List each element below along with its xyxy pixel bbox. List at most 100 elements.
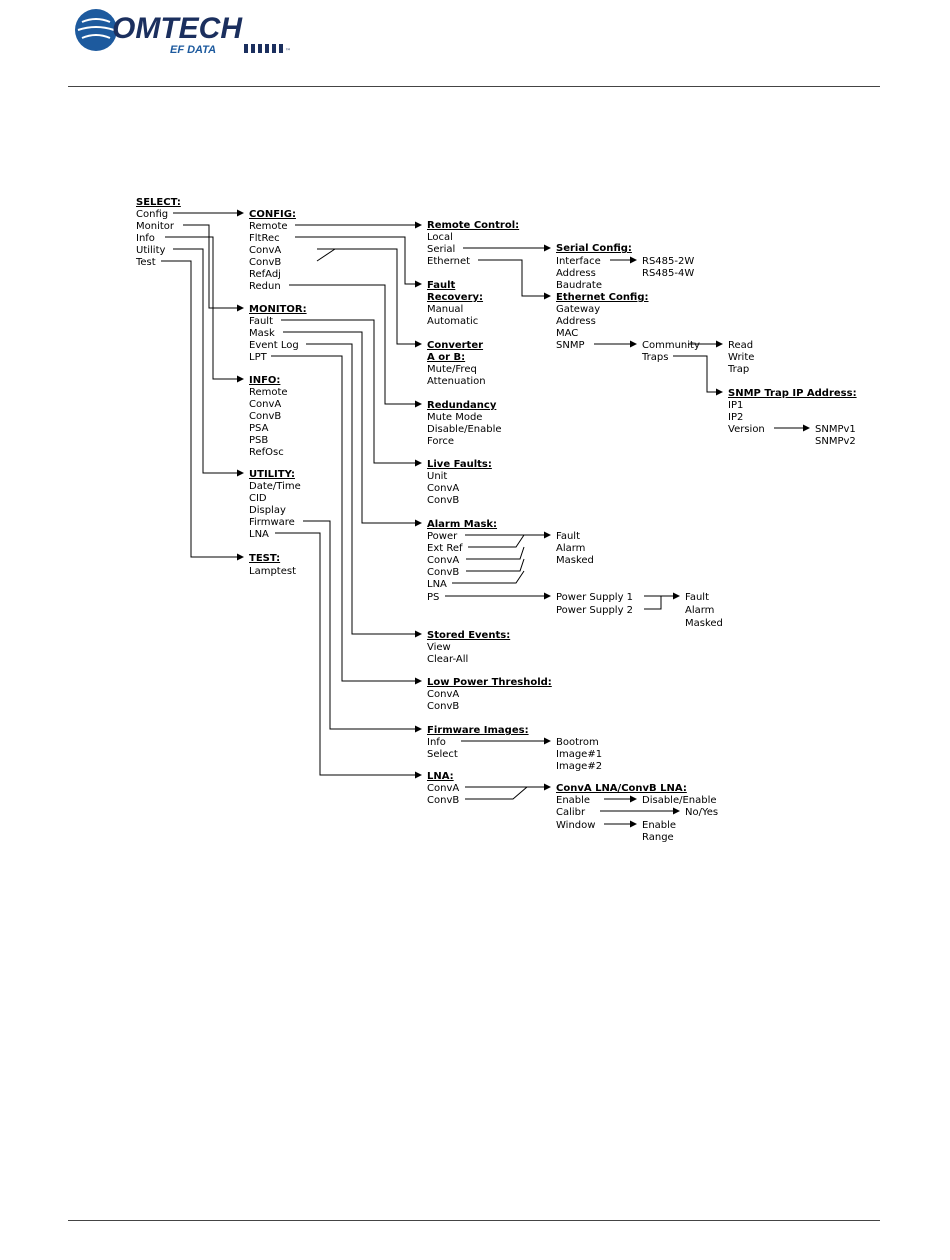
menu-node-95: Alarm [556, 543, 585, 554]
connector-30 [644, 595, 662, 610]
menu-node-77: RS485-4W [642, 268, 694, 279]
menu-node-61: View [427, 642, 451, 653]
menu-node-55: Ext Ref [427, 543, 463, 554]
menu-node-17: LPT [249, 352, 268, 363]
menu-node-60: Stored Events: [427, 630, 510, 641]
menu-node-45: Redundancy [427, 400, 497, 411]
menu-node-8: FltRec [249, 233, 280, 244]
menu-node-46: Mute Mode [427, 412, 482, 423]
menu-node-72: Serial Config: [556, 243, 632, 254]
menu-node-14: Fault [249, 316, 273, 327]
menu-node-29: Firmware [249, 517, 295, 528]
menu-node-27: CID [249, 493, 267, 504]
menu-node-20: ConvA [249, 399, 281, 410]
menu-node-90: IP2 [728, 412, 743, 423]
menu-node-40: Automatic [427, 316, 478, 327]
connector-3 [173, 248, 244, 477]
connector-15 [303, 520, 422, 733]
footer-divider [68, 1220, 880, 1221]
menu-node-19: Remote [249, 387, 288, 398]
menu-node-104: Image#2 [556, 761, 602, 772]
menu-node-56: ConvA [427, 555, 459, 566]
menu-node-75: Baudrate [556, 280, 602, 291]
menu-node-24: RefOsc [249, 447, 284, 458]
menu-node-39: Manual [427, 304, 463, 315]
menu-node-37: Fault [427, 280, 456, 291]
menu-node-12: Redun [249, 281, 281, 292]
menu-node-79: Gateway [556, 304, 600, 315]
connector-28 [452, 570, 525, 584]
header-divider [68, 86, 880, 87]
menu-node-38: Recovery: [427, 292, 483, 303]
menu-node-64: ConvA [427, 689, 459, 700]
menu-node-63: Low Power Threshold: [427, 677, 552, 688]
menu-node-87: Trap [727, 364, 749, 375]
menu-node-36: Ethernet [427, 256, 470, 267]
connector-12 [283, 331, 422, 527]
menu-node-3: Info [136, 233, 155, 244]
menu-node-106: Enable [556, 795, 590, 806]
connector-11 [281, 319, 422, 467]
globe-band-icon [77, 18, 115, 39]
menu-node-13: MONITOR: [249, 304, 307, 315]
menu-node-2: Monitor [136, 221, 175, 232]
menu-node-4: Utility [136, 245, 165, 256]
menu-node-69: LNA: [427, 771, 454, 782]
connector-27 [466, 558, 525, 572]
menu-node-91: Version [728, 424, 765, 435]
connector-26 [466, 546, 525, 560]
menu-node-76: RS485-2W [642, 256, 694, 267]
menu-node-92: SNMPv1 [815, 424, 856, 435]
menu-node-85: Read [728, 340, 753, 351]
menu-node-74: Address [556, 268, 596, 279]
logo-bar [244, 44, 248, 53]
menu-node-84: Traps [641, 352, 668, 363]
menu-node-71: ConvB [427, 795, 459, 806]
menu-node-103: Image#1 [556, 749, 602, 760]
connector-10 [289, 284, 422, 408]
connector-16 [275, 532, 422, 779]
menu-node-101: Masked [685, 618, 723, 629]
connector-25 [468, 534, 525, 548]
menu-node-57: ConvB [427, 567, 459, 578]
menu-labels: SELECT:ConfigMonitorInfoUtilityTestCONFI… [135, 197, 857, 843]
menu-node-78: Ethernet Config: [556, 292, 649, 303]
logo-bar [272, 44, 276, 53]
menu-node-0: SELECT: [136, 197, 181, 208]
logo-bar [258, 44, 262, 53]
logo-subtext: EF DATA [170, 44, 216, 56]
menu-node-110: No/Yes [685, 807, 718, 818]
menu-node-28: Display [249, 505, 286, 516]
menu-node-11: RefAdj [249, 269, 281, 280]
logo-bar [265, 44, 269, 53]
menu-node-44: Attenuation [427, 376, 486, 387]
menu-node-15: Mask [249, 328, 275, 339]
comtech-logo: OMTECH EF DATA ™ [72, 4, 302, 56]
menu-node-66: Firmware Images: [427, 725, 529, 736]
menu-node-7: Remote [249, 221, 288, 232]
connector-6 [295, 236, 422, 288]
menu-node-73: Interface [556, 256, 601, 267]
menu-node-6: CONFIG: [249, 209, 296, 220]
menu-node-42: A or B: [427, 352, 465, 363]
menu-node-25: UTILITY: [249, 469, 295, 480]
menu-node-82: SNMP [556, 340, 585, 351]
menu-node-47: Disable/Enable [427, 424, 502, 435]
menu-node-51: ConvA [427, 483, 459, 494]
menu-node-23: PSB [249, 435, 268, 446]
menu-node-18: INFO: [249, 375, 280, 386]
menu-node-10: ConvB [249, 257, 281, 268]
connector-4 [161, 260, 244, 561]
menu-node-34: Local [427, 232, 453, 243]
menu-node-21: ConvB [249, 411, 281, 422]
connector-34 [465, 786, 528, 800]
menu-node-67: Info [427, 737, 446, 748]
logo-bar [279, 44, 283, 53]
globe-icon [75, 9, 117, 51]
menu-node-86: Write [728, 352, 754, 363]
menu-node-111: Enable [642, 820, 676, 831]
connector-18 [478, 259, 551, 300]
connector-13 [306, 343, 422, 638]
menu-node-52: ConvB [427, 495, 459, 506]
